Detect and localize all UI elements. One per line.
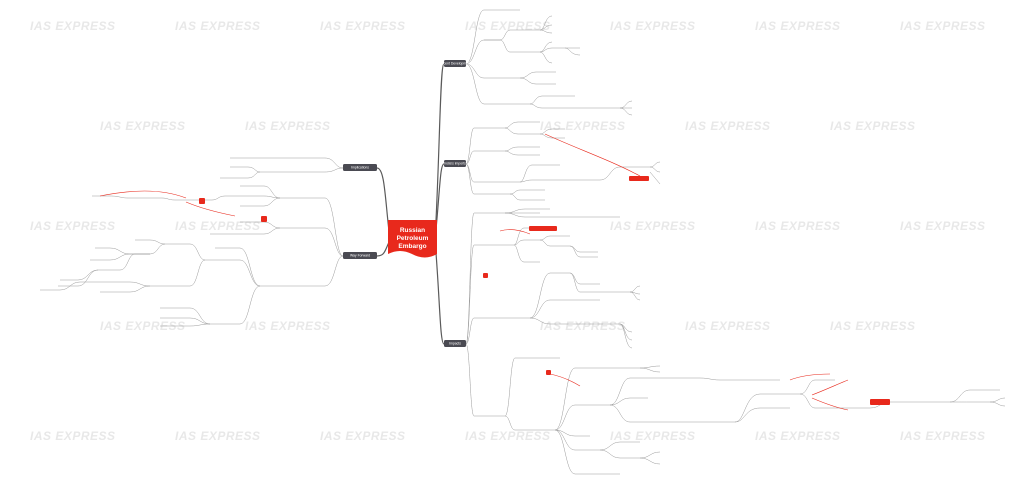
watermark-text: IAS EXPRESS bbox=[245, 319, 331, 333]
root-title-line-3: Embargo bbox=[398, 243, 426, 250]
watermark-text: IAS EXPRESS bbox=[320, 19, 406, 33]
accent-link-impacts-2 bbox=[549, 373, 581, 387]
watermark-text: IAS EXPRESS bbox=[30, 19, 116, 33]
watermark-text: IAS EXPRESS bbox=[245, 119, 331, 133]
accent-link-impacts-4 bbox=[811, 397, 849, 411]
marker-way-forward-2 bbox=[261, 216, 267, 222]
topic-label: India's imports bbox=[444, 162, 466, 166]
watermark-text: IAS EXPRESS bbox=[610, 19, 696, 33]
watermark-text: IAS EXPRESS bbox=[610, 429, 696, 443]
topic-impacts[interactable]: Impacts bbox=[444, 340, 466, 347]
watermark-text: IAS EXPRESS bbox=[610, 219, 696, 233]
topic-label: Implications bbox=[351, 166, 369, 170]
topic-recent-development[interactable]: Recent Development bbox=[439, 60, 471, 67]
topic-indias-imports[interactable]: India's imports bbox=[444, 160, 466, 167]
trunk-connectors bbox=[376, 63, 445, 345]
watermark-layer: IAS EXPRESS IAS EXPRESS IAS EXPRESS IAS … bbox=[30, 19, 986, 443]
watermark-text: IAS EXPRESS bbox=[540, 119, 626, 133]
watermark-text: IAS EXPRESS bbox=[685, 119, 771, 133]
watermark-text: IAS EXPRESS bbox=[30, 429, 116, 443]
watermark-text: IAS EXPRESS bbox=[830, 319, 916, 333]
watermark-text: IAS EXPRESS bbox=[320, 429, 406, 443]
topic-label: Impacts bbox=[449, 342, 461, 346]
accent-link-way-forward bbox=[185, 201, 236, 217]
watermark-text: IAS EXPRESS bbox=[100, 319, 186, 333]
accent-link-impacts bbox=[499, 229, 531, 235]
watermark-text: IAS EXPRESS bbox=[900, 429, 986, 443]
accent-connectors bbox=[99, 133, 849, 411]
watermark-text: IAS EXPRESS bbox=[755, 19, 841, 33]
marker-impacts-quote bbox=[529, 226, 557, 231]
watermark-text: IAS EXPRESS bbox=[465, 429, 551, 443]
watermark-text: IAS EXPRESS bbox=[685, 319, 771, 333]
topic-nodes: Recent Development India's imports Impac… bbox=[343, 60, 471, 347]
topic-implications[interactable]: Implications bbox=[343, 164, 377, 171]
connector-impacts bbox=[434, 239, 445, 345]
watermark-text: IAS EXPRESS bbox=[540, 319, 626, 333]
marker-way-forward bbox=[199, 198, 205, 204]
left-branches bbox=[40, 157, 344, 327]
watermark-text: IAS EXPRESS bbox=[900, 219, 986, 233]
root-node[interactable]: Russian Petroleum Embargo bbox=[388, 220, 437, 258]
watermark-text: IAS EXPRESS bbox=[465, 19, 551, 33]
watermark-text: IAS EXPRESS bbox=[100, 119, 186, 133]
accent-markers bbox=[199, 176, 890, 405]
accent-link-impacts-3 bbox=[811, 379, 849, 396]
watermark-text: IAS EXPRESS bbox=[175, 429, 261, 443]
root-shape bbox=[388, 220, 437, 258]
watermark-text: IAS EXPRESS bbox=[30, 219, 116, 233]
accent-link-indias-imports bbox=[544, 133, 641, 177]
accent-link-way-forward-2 bbox=[99, 190, 187, 199]
watermark-text: IAS EXPRESS bbox=[755, 219, 841, 233]
marker-impacts-small-2 bbox=[546, 370, 551, 375]
topic-way-forward[interactable]: Way Forward bbox=[343, 252, 377, 259]
watermark-text: IAS EXPRESS bbox=[175, 219, 261, 233]
topic-label: Recent Development bbox=[439, 62, 471, 66]
watermark-text: IAS EXPRESS bbox=[755, 429, 841, 443]
root-title-line-1: Russian bbox=[400, 227, 425, 234]
watermark-text: IAS EXPRESS bbox=[830, 119, 916, 133]
root-title-line-2: Petroleum bbox=[397, 235, 429, 242]
marker-indias-imports bbox=[629, 176, 649, 181]
marker-impacts-small bbox=[483, 273, 488, 278]
connector-recent-development bbox=[434, 63, 445, 241]
accent-link-impacts-5 bbox=[789, 373, 831, 381]
watermark-text: IAS EXPRESS bbox=[175, 19, 261, 33]
topic-label: Way Forward bbox=[350, 254, 370, 258]
marker-impacts-right bbox=[870, 399, 890, 405]
right-branches bbox=[465, 9, 1006, 475]
watermark-text: IAS EXPRESS bbox=[900, 19, 986, 33]
